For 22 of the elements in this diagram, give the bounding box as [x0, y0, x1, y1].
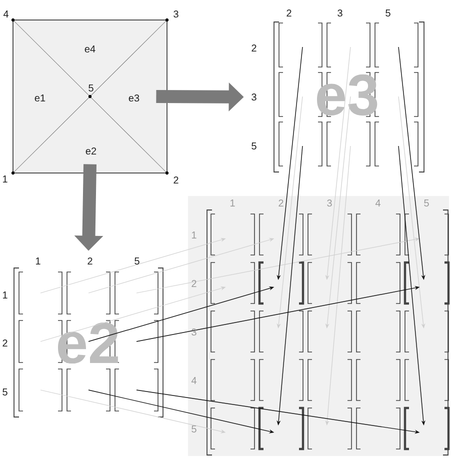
element-label: e4 — [84, 46, 96, 52]
column-index: 5 — [424, 200, 429, 206]
row-index: 3 — [252, 93, 256, 101]
corner-number: 4 — [3, 10, 8, 18]
row-index: 1 — [192, 232, 196, 238]
row-index: 5 — [252, 142, 256, 150]
corner-number: 3 — [174, 10, 178, 18]
corner-number: 2 — [174, 176, 178, 184]
element-label: e3 — [128, 94, 140, 102]
column-index: 2 — [278, 200, 284, 206]
row-index: 4 — [191, 377, 196, 384]
node-number: 5 — [88, 84, 94, 92]
column-index: 3 — [327, 199, 332, 207]
row-index: 2 — [252, 44, 256, 52]
row-index: 2 — [192, 280, 196, 287]
corner-number: 1 — [3, 176, 8, 182]
column-index: 4 — [375, 200, 380, 206]
row-index: 5 — [192, 426, 196, 432]
element-label: e2 — [86, 147, 96, 155]
column-index: 5 — [134, 258, 140, 264]
mesh-drawing — [11, 18, 169, 175]
element-label: e1 — [34, 94, 46, 102]
